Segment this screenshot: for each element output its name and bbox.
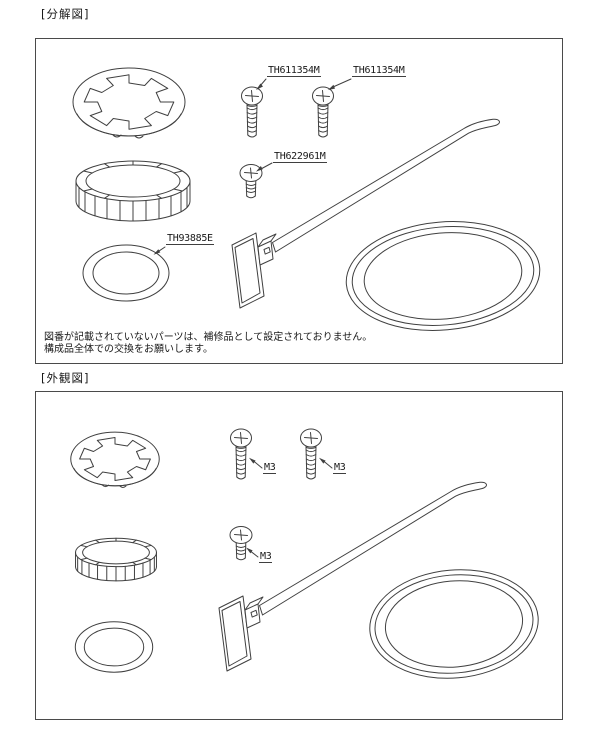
part-label-screw1: TH611354M <box>267 65 321 77</box>
screw-1-drawing <box>230 428 252 480</box>
leader-line-screw3 <box>256 163 272 172</box>
section-title-appearance: [外観図] <box>41 371 90 385</box>
o-ring-drawing <box>74 621 154 673</box>
lever-with-tag-drawing <box>218 481 487 672</box>
leader-line-oring <box>153 247 166 255</box>
screw-2-drawing <box>312 86 334 138</box>
part-label-screw1: M3 <box>263 462 277 474</box>
large-ring-drawing <box>364 562 544 686</box>
note-line-1: 図番が記載されていないパーツは、補修品として設定されておりません。 <box>44 332 373 343</box>
part-label-screw2: M3 <box>333 462 347 474</box>
repair-parts-note: 図番が記載されていないパーツは、補修品として設定されておりません。 構成品全体で… <box>44 332 372 355</box>
screw-2-drawing <box>300 428 322 480</box>
leader-line-screw1 <box>249 457 262 468</box>
ribbed-ring-drawing <box>75 160 191 222</box>
lever-with-tag-drawing <box>231 118 500 309</box>
screw-1-drawing <box>241 86 263 138</box>
ribbed-ring-drawing <box>75 537 157 582</box>
part-label-oring: TH93885E <box>166 233 214 245</box>
exploded-view-drawing <box>72 67 545 339</box>
leader-line-screw2 <box>319 457 332 468</box>
lock-ring-drawing <box>72 67 186 139</box>
part-label-screw3: M3 <box>259 551 273 563</box>
leader-line-screw2 <box>328 79 351 90</box>
section-title-exploded: [分解図] <box>41 7 90 21</box>
lock-ring-drawing <box>70 431 160 488</box>
part-label-screw3: TH622961M <box>273 151 327 163</box>
appearance-view-box: M3 M3 M3 <box>35 391 563 720</box>
leader-line-screw3 <box>246 547 258 558</box>
appearance-view-drawing <box>70 428 544 686</box>
leader-line-screw1 <box>256 79 266 90</box>
part-label-screw2: TH611354M <box>352 65 406 77</box>
exploded-view-box: TH611354M TH611354M TH622961M TH93885E 図… <box>35 38 563 364</box>
large-ring-drawing <box>341 213 545 339</box>
screw-3-drawing <box>229 526 253 561</box>
note-line-2: 構成品全体での交換をお願いします。 <box>44 343 213 355</box>
